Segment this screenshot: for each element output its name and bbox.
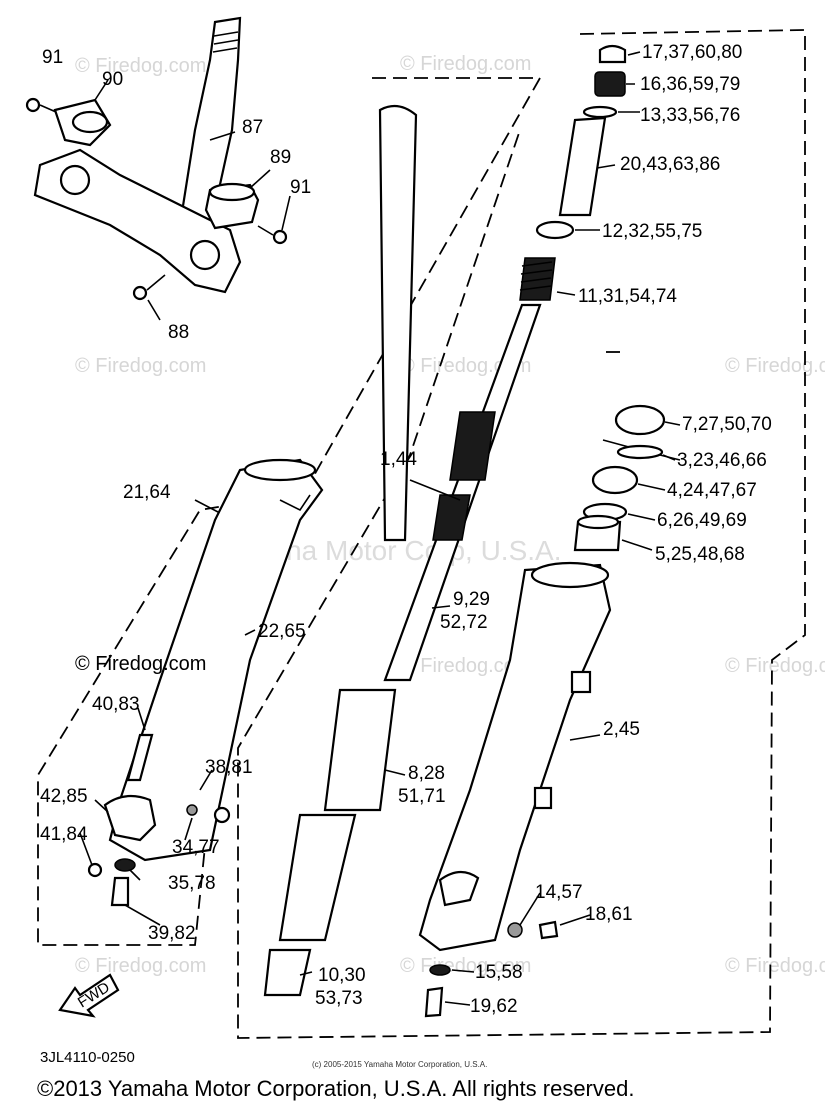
label-21: 21,64 [123,482,171,503]
label-8a: 8,28 [408,763,445,784]
rod-spring [432,494,471,541]
label-8b: 51,71 [398,786,446,807]
bolt-38 [213,806,231,824]
dust-seal-7 [614,404,666,436]
label-4: 4,24,47,67 [667,480,757,501]
watermark: © Firedog.com [725,355,825,377]
steering-stem-assembly [25,16,288,301]
right-outer-tube [418,561,612,952]
adjuster-16 [594,71,626,97]
spacer-20 [558,116,607,217]
watermark: © Firedog.com [75,955,206,977]
small-copyright: (c) 2005-2015 Yamaha Motor Corporation, … [312,1060,487,1069]
label-38: 38,81 [205,757,253,778]
watermark-left: © Firedog.com [75,653,206,675]
washer-14 [507,922,523,938]
watermark: © Firedog.com [725,655,825,677]
label-2: 2,45 [603,719,640,740]
left-outer-tube [108,458,324,862]
label-41: 41,84 [40,824,88,845]
washer-34 [186,804,198,816]
oil-seal-4 [591,465,639,495]
dashed-boundaries [37,29,806,1039]
label-17: 17,37,60,80 [642,42,742,63]
nut-41 [87,862,103,878]
label-90: 90 [102,69,123,90]
label-87: 87 [242,117,263,138]
inner-tube-9 [378,104,418,542]
cap-bolt-17 [598,44,627,64]
drain-bolt-19 [424,986,444,1018]
label-34: 34,77 [172,837,220,858]
label-14: 14,57 [535,882,583,903]
left-axle-hardware [87,733,231,907]
label-6: 6,26,49,69 [657,510,747,531]
label-39: 39,82 [148,923,196,944]
label-7: 7,27,50,70 [682,414,772,435]
bolt-39 [110,876,130,907]
pipe-8 [323,688,397,812]
label-11: 11,31,54,74 [578,286,677,307]
label-3: 3,23,46,66 [677,450,767,471]
leader-lines [79,51,681,1006]
bolt-40 [126,733,154,782]
label-42: 42,85 [40,786,88,807]
label-89: 89 [270,147,291,168]
label-10b: 53,73 [315,988,363,1009]
label-19: 19,62 [470,996,518,1017]
label-5: 5,25,48,68 [655,544,745,565]
label-1: 1,44 [380,449,417,470]
rebound-spring [449,411,496,481]
part-labels: 91 90 87 89 91 88 17,37,60,80 16,36,59,7… [40,42,772,1017]
axle-holder-42 [103,794,157,842]
watermark: © Firedog.com [75,55,206,77]
label-22: 22,65 [258,621,306,642]
right-fork-internals [263,44,627,997]
clip-3 [616,444,664,460]
label-91-top: 91 [42,47,63,68]
right-lower-hardware [424,920,559,1018]
copyright: ©2013 Yamaha Motor Corporation, U.S.A. A… [37,1076,634,1101]
washer-15 [429,964,451,976]
seal-stack [573,404,681,552]
label-15: 15,58 [475,962,523,983]
watermark: © Firedog.com [400,655,531,677]
lock-piece-10 [263,948,312,997]
label-16: 16,36,59,79 [640,74,740,95]
washer-35 [114,858,136,872]
label-9b: 52,72 [440,612,488,633]
label-40: 40,83 [92,694,140,715]
damper-rod-1 [383,303,542,682]
label-18: 18,61 [585,904,633,925]
watermark: © Firedog.com [400,53,531,75]
bolt-91-right [272,229,288,245]
label-35: 35,78 [168,873,216,894]
label-88: 88 [168,322,189,343]
label-13: 13,33,56,76 [640,105,740,126]
bolt-88 [132,285,148,301]
seat-12 [535,220,575,240]
watermark: © Firedog.com [725,955,825,977]
bolt-91-top [25,97,41,113]
label-91-right: 91 [290,177,311,198]
fwd-arrow: FWD [58,973,120,1018]
diagram-code: 3JL4110-0250 [40,1049,135,1066]
label-10a: 10,30 [318,965,366,986]
spring-11 [519,257,556,301]
label-9a: 9,29 [453,589,490,610]
label-12: 12,32,55,75 [602,221,702,242]
pipe-lower [278,813,357,942]
oring-13 [582,105,618,119]
bolt-18 [538,920,559,940]
watermark: © Firedog.com [75,355,206,377]
label-20: 20,43,63,86 [620,154,720,175]
